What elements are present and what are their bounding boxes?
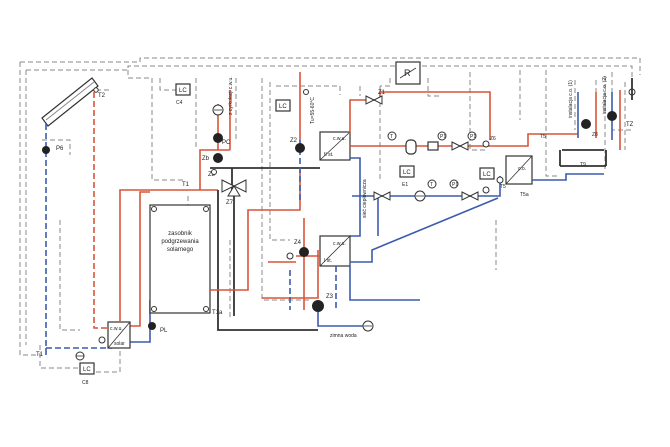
thermometer-t-1 [387,131,397,141]
label-t5-right: T5 [540,134,546,140]
pump-p6: P6 [42,146,64,154]
label-z1: Z1 [378,90,386,96]
circulation-loop: PC z cyrkulacji c.w.u. LC C4 [175,76,234,150]
label-hx-II: II st. [324,152,333,158]
label-p1-right: P1 [470,134,476,140]
solar-heat-exchanger: c.w.u. solar [107,321,131,349]
heating-installations: instalacja c.o. (1) instalacja c.o. (2) … [500,76,636,181]
label-heating-2: instalacja c.o. (2) [602,76,608,114]
lc-z1-control: LC E1 [399,165,415,188]
label-heating-1: instalacja c.o. (1) [568,80,574,118]
label-tz: TZ [626,122,634,128]
label-p1-top: P1 [440,134,446,140]
pump-pc [213,133,223,143]
label-hx-cwu-bottom: c.w.u. [333,241,346,247]
label-hx-cwu-solar: c.w.u. [110,326,123,332]
regulator: R [395,61,421,85]
pump-z3 [312,300,324,312]
label-z6: Z6 [490,136,496,142]
label-pc: PC [222,140,231,146]
heat-exchanger-II-stage: c.w.u. II st. [319,131,351,161]
label-t5a: T5a [520,192,529,198]
label-lc-right: LC [483,172,491,178]
label-z7: Z7 [226,200,234,206]
control-wiring [19,57,641,373]
label-z8-right: Z8 [592,132,598,138]
tank-piping [119,149,320,331]
lower-left-sensors: T1 LC C8 [36,336,106,386]
label-circulation: z cyrkulacji c.w.u. [228,76,234,115]
label-p1-bottom: P1 [452,182,458,188]
label-e1: E1 [402,182,408,188]
label-z4: Z4 [294,240,302,246]
label-c8: C8 [82,380,89,386]
label-pl: PL [160,328,168,334]
cold-water-inlet: Z3 zimna woda [312,294,374,339]
pressure-gauge-p1-right [467,131,477,141]
label-t2: T2 [98,93,106,99]
pump-heating-1 [581,119,591,129]
pump-z2 [295,143,305,153]
sensor-solar-hx [98,336,106,344]
label-t-1: T [390,134,393,140]
label-p6: P6 [56,146,64,152]
pump-pl: PL [148,322,168,334]
label-hx-I: I st. [324,258,332,264]
upper-network-piping [349,91,501,237]
filter [427,141,439,151]
tank-label-line3: solarnego [167,247,194,253]
valve-z1: Z1 [365,90,386,105]
label-t9: T9 [580,162,586,168]
label-lc-mid: LC [279,104,287,110]
sensor-t2 [93,87,99,93]
label-hx-co: c.o. [518,166,526,172]
label-lc-c8: LC [83,367,91,373]
label-lc-c4: LC [179,88,187,94]
pressure-gauge-p1-top [437,131,447,141]
label-c4: C4 [176,100,183,106]
label-hx-solar: solar [114,341,125,347]
network-return-components: T P1 sieć ciepłownicza [362,179,490,218]
pump-heating-2 [607,111,617,121]
pump-z4: Z4 [286,240,309,260]
lc-c4-box [175,83,191,96]
solar-loop [45,92,151,355]
co-heat-exchanger: c.o. LC T5 T5a [479,155,533,198]
lc-mid-box [275,99,291,112]
lc-right-box [479,167,495,180]
tank-label-line2: podgrzewania [161,239,199,245]
heat-exchanger-I-stage: c.w.u. I st. [319,235,351,267]
pump-zb: Zb [202,153,223,163]
label-t1-left: T1 [36,352,44,358]
label-zb: Zb [202,156,210,162]
label-z2: Z2 [290,138,298,144]
thermometer-t-2 [427,179,437,189]
label-lc-z1: LC [403,170,411,176]
tank-label-line1: zasobnik [168,231,193,237]
label-regulator: R [404,68,411,78]
label-hot-water-supply: Tu=55-60°C [310,97,316,124]
label-dhw-network: sieć ciepłownicza [362,179,368,218]
label-t1-tank: T1 [182,182,190,188]
label-t-2: T [430,182,433,188]
hot-water-supply: Z2 Tu=55-60°C LC [275,72,316,200]
label-cold-water: zimna woda [330,333,357,339]
label-t5: T5 [500,184,506,190]
expansion-vessel [405,139,417,155]
lc-c8-box [79,362,95,375]
sensor-z5 [482,140,490,148]
label-hx-cwu-top: c.w.u. [333,136,346,142]
solar-storage-tank: zasobnik podgrzewania solarnego T1a [149,204,223,316]
label-z8-valve: Z8 [208,172,216,178]
solar-collector: T2 [41,77,106,127]
label-z3: Z3 [326,294,334,300]
pressure-gauge-p1-bottom [449,179,459,189]
three-way-valve-z7: Z7 Z8 [208,169,247,206]
network-components: T P1 P1 Z6 [387,131,496,155]
